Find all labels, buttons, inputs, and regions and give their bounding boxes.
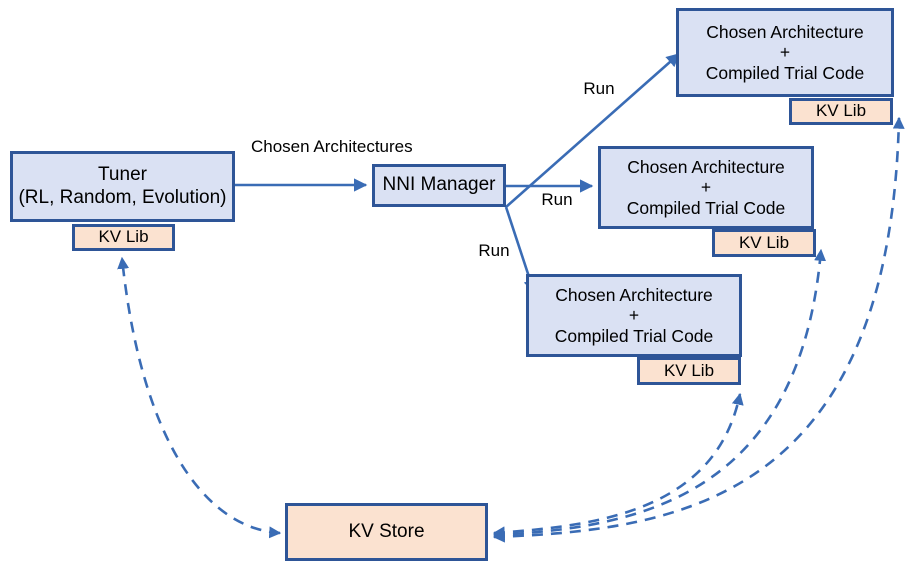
node-trial-middle-kv-lib[interactable]: KV Lib	[712, 229, 816, 257]
node-trial-bottom-kv-lib-label: KV Lib	[663, 360, 715, 380]
edge-label-run-top-text: Run	[583, 79, 615, 98]
node-kv-store[interactable]: KV Store	[285, 503, 488, 561]
node-trial-bottom-kv-lib[interactable]: KV Lib	[637, 357, 741, 385]
node-trial-middle-kv-lib-label: KV Lib	[738, 232, 790, 252]
node-nni-manager[interactable]: NNI Manager	[372, 164, 506, 207]
node-trial-top-kv-lib-label: KV Lib	[815, 101, 867, 121]
node-trial-middle-line1: Chosen Architecture	[627, 156, 785, 177]
node-trial-bottom-line1: Chosen Architecture	[555, 284, 713, 305]
node-trial-bottom-line2: +	[628, 305, 640, 326]
node-trial-top-kv-lib[interactable]: KV Lib	[789, 98, 893, 125]
node-trial-middle-line2: +	[700, 177, 712, 198]
edge-label-run-middle: Run	[534, 190, 580, 210]
node-tuner-line1: Tuner	[98, 164, 147, 186]
edge-label-run-bottom-text: Run	[478, 241, 510, 260]
node-trial-top-line3: Compiled Trial Code	[705, 62, 865, 83]
edge-label-run-middle-text: Run	[541, 190, 573, 209]
node-tuner-kv-lib[interactable]: KV Lib	[72, 224, 175, 251]
edge-label-chosen-architectures-line2: Architectures	[313, 137, 413, 156]
edge-kvstore-to-trial-bottom-kvlib	[492, 392, 744, 539]
node-trial-bottom[interactable]: Chosen Architecture + Compiled Trial Cod…	[526, 274, 742, 357]
node-kv-store-label: KV Store	[348, 520, 425, 542]
node-trial-bottom-line3: Compiled Trial Code	[554, 325, 714, 346]
edge-kvstore-to-tuner-kvlib	[117, 256, 282, 539]
node-tuner-kv-lib-label: KV Lib	[98, 227, 149, 247]
edge-label-run-top: Run	[576, 79, 622, 99]
node-tuner[interactable]: Tuner (RL, Random, Evolution)	[10, 151, 235, 222]
node-trial-middle[interactable]: Chosen Architecture + Compiled Trial Cod…	[598, 146, 814, 229]
edge-label-run-bottom: Run	[471, 241, 517, 261]
node-trial-top-line2: +	[779, 42, 791, 63]
node-trial-top-line1: Chosen Architecture	[706, 21, 864, 42]
node-trial-top[interactable]: Chosen Architecture + Compiled Trial Cod…	[676, 8, 894, 97]
node-tuner-line2: (RL, Random, Evolution)	[18, 186, 227, 208]
node-nni-manager-label: NNI Manager	[382, 174, 496, 196]
edge-label-chosen-architectures-line1: Chosen	[251, 137, 310, 156]
node-trial-middle-line3: Compiled Trial Code	[626, 197, 786, 218]
edge-label-chosen-architectures: Chosen Architectures	[251, 137, 413, 157]
